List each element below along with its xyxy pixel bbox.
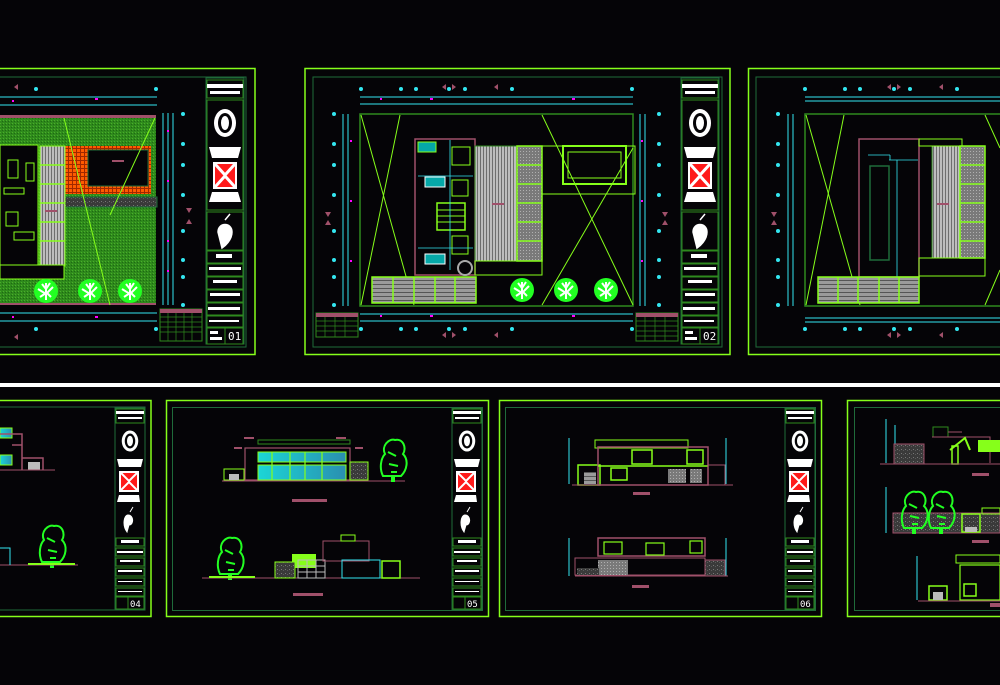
front-elevation-drawing bbox=[202, 437, 420, 596]
sheet-05[interactable]: 05 bbox=[165, 399, 490, 618]
sheet-04[interactable]: 04 bbox=[0, 399, 152, 618]
site-plan-drawing bbox=[0, 84, 203, 342]
title-block: 02 bbox=[680, 77, 720, 345]
sheet-03[interactable] bbox=[747, 67, 1000, 356]
floor-plan-drawing bbox=[315, 84, 679, 342]
sheet-number: 01 bbox=[228, 330, 241, 343]
title-block: 04 bbox=[114, 407, 146, 611]
section-drawing bbox=[880, 419, 1000, 607]
elevation-drawing bbox=[0, 427, 78, 569]
title-block: 05 bbox=[451, 407, 483, 611]
university-logo-icon bbox=[689, 109, 711, 137]
sheet-07[interactable] bbox=[846, 399, 1000, 618]
sheet-number: 05 bbox=[467, 600, 478, 610]
title-block: 06 bbox=[784, 407, 816, 611]
mascot-icon bbox=[123, 506, 134, 534]
university-logo-icon bbox=[214, 109, 236, 137]
mascot-icon bbox=[793, 506, 804, 534]
sheet-number: 04 bbox=[130, 600, 141, 610]
sheet-01[interactable]: 01 bbox=[0, 67, 256, 356]
sheet-number: 02 bbox=[703, 330, 716, 343]
title-block: 01 bbox=[205, 77, 245, 345]
mascot-icon bbox=[460, 506, 471, 534]
section-drawing bbox=[568, 438, 733, 588]
sheet-number: 06 bbox=[800, 600, 811, 610]
sheet-06[interactable]: 06 bbox=[498, 399, 823, 618]
mascot-icon bbox=[217, 213, 233, 250]
roof-plan-drawing bbox=[771, 84, 1000, 338]
mascot-icon bbox=[692, 213, 708, 250]
layout-separator-line bbox=[0, 383, 1000, 387]
sheet-02[interactable]: 02 bbox=[304, 67, 731, 356]
